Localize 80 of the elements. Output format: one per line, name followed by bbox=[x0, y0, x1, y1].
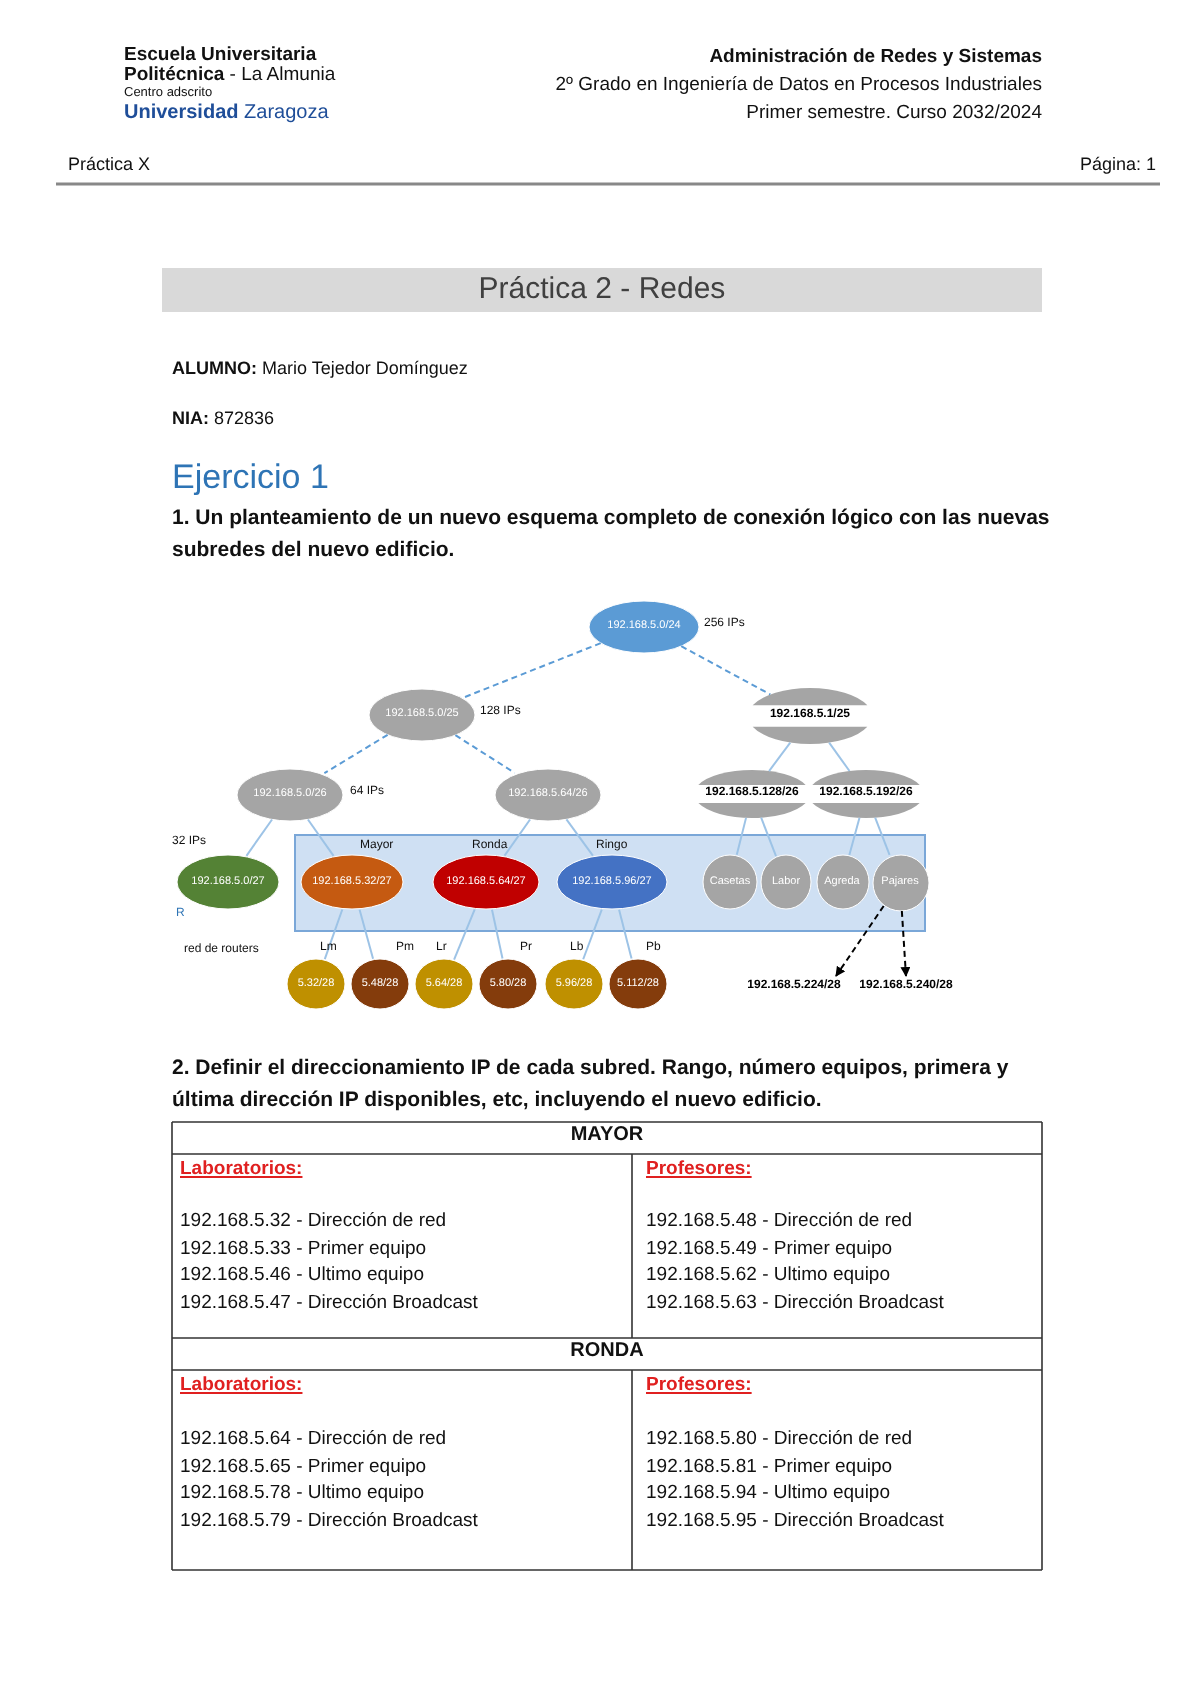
subnet-node bbox=[608, 958, 668, 1010]
connector-line bbox=[306, 818, 335, 857]
address-line: 192.168.5.63 - Dirección Broadcast bbox=[646, 1291, 944, 1314]
subnet-node bbox=[414, 958, 474, 1010]
group-heading: Laboratorios: bbox=[180, 1374, 303, 1397]
address-line: 192.168.5.46 - Ultimo equipo bbox=[180, 1264, 424, 1287]
connector-line bbox=[454, 734, 516, 774]
connector-line bbox=[463, 642, 602, 699]
address-line: 192.168.5.62 - Ultimo equipo bbox=[646, 1264, 890, 1287]
connector-line bbox=[874, 816, 891, 856]
connector-line bbox=[323, 733, 389, 775]
subnet-node bbox=[236, 767, 344, 821]
school-name: Politécnica - La Almunia bbox=[124, 64, 336, 86]
student-name: ALUMNO: Mario Tejedor Domínguez bbox=[172, 358, 468, 380]
connector-line bbox=[760, 816, 777, 858]
address-line: 192.168.5.64 - Dirección de red bbox=[180, 1428, 447, 1451]
subnet-node bbox=[494, 767, 602, 821]
subnet-node bbox=[544, 958, 604, 1010]
subnet-node bbox=[350, 958, 410, 1010]
connector-line bbox=[680, 645, 772, 696]
address-line: 192.168.5.94 - Ultimo equipo bbox=[646, 1482, 890, 1505]
address-line: 192.168.5.47 - Dirección Broadcast bbox=[180, 1291, 478, 1314]
address-line: 192.168.5.33 - Primer equipo bbox=[180, 1237, 427, 1260]
address-line: 192.168.5.48 - Dirección de red bbox=[646, 1210, 913, 1233]
connector-line bbox=[245, 818, 274, 857]
address-line: 192.168.5.32 - Dirección de red bbox=[180, 1210, 447, 1233]
section-heading: RONDA bbox=[568, 1340, 646, 1364]
connector-line bbox=[491, 908, 504, 960]
subnet-node bbox=[176, 854, 280, 910]
address-line: 192.168.5.81 - Primer equipo bbox=[646, 1455, 893, 1478]
university-name: Universidad Zaragoza bbox=[124, 102, 329, 126]
section-heading: MAYOR bbox=[568, 1124, 646, 1148]
exercise-heading: Ejercicio 1 bbox=[172, 458, 329, 499]
building-node bbox=[815, 854, 869, 910]
group-heading: Profesores: bbox=[646, 1158, 752, 1181]
connector-line bbox=[618, 908, 633, 960]
subnet-node bbox=[694, 770, 810, 818]
connector-line bbox=[735, 816, 748, 856]
degree-name: 2º Grado en Ingeniería de Datos en Procesos Industriales bbox=[555, 74, 1042, 97]
group-heading: Laboratorios: bbox=[180, 1158, 303, 1181]
connector-line bbox=[768, 741, 792, 773]
page-number: Página: 1 bbox=[1079, 154, 1156, 176]
address-line: 192.168.5.79 - Dirección Broadcast bbox=[180, 1509, 478, 1532]
address-line: 192.168.5.78 - Ultimo equipo bbox=[180, 1482, 424, 1505]
course-name: Administración de Redes y Sistemas bbox=[709, 46, 1042, 69]
student-id: NIA: 872836 bbox=[172, 408, 275, 430]
address-line: 192.168.5.49 - Primer equipo bbox=[646, 1237, 893, 1260]
connector-line bbox=[565, 818, 594, 857]
address-line: 192.168.5.95 - Dirección Broadcast bbox=[646, 1509, 944, 1532]
practice-label: Práctica X bbox=[68, 154, 151, 176]
subnet-node bbox=[556, 854, 668, 910]
arrow bbox=[900, 909, 911, 977]
subnet-node bbox=[286, 958, 346, 1010]
connector-line bbox=[323, 908, 344, 961]
question-text: 1. Un planteamiento de un nuevo esquema completo de conexión lógico con las nuevas subredes del nuevo edificio. bbox=[172, 504, 1052, 566]
subnet-node bbox=[368, 687, 476, 741]
address-line: 192.168.5.65 - Primer equipo bbox=[180, 1455, 427, 1478]
building-area bbox=[294, 834, 926, 932]
building-node bbox=[702, 854, 758, 910]
building-node bbox=[871, 853, 929, 911]
subnet-node bbox=[300, 854, 404, 910]
connector-line bbox=[503, 818, 532, 857]
address-line: 192.168.5.80 - Dirección de red bbox=[646, 1428, 913, 1451]
question-text: 2. Definir el direccionamiento IP de cada subred. Rango, número equipos, primera y última dirección IP disponibles, etc, incluyendo el nuevo edificio. bbox=[172, 1054, 1011, 1116]
group-heading: Profesores: bbox=[646, 1374, 752, 1397]
subnet-node bbox=[432, 854, 540, 910]
subnet-node bbox=[808, 770, 924, 818]
subnet-node bbox=[748, 688, 872, 744]
arrow bbox=[835, 904, 885, 977]
subnet-node bbox=[478, 958, 538, 1010]
connector-line bbox=[358, 908, 375, 960]
subnet-node bbox=[588, 599, 700, 653]
connector-line bbox=[453, 908, 476, 961]
connector-line bbox=[582, 908, 603, 961]
building-node bbox=[760, 854, 812, 910]
connector-line bbox=[848, 816, 861, 857]
school-name: Escuela Universitaria bbox=[124, 44, 317, 66]
page-title: Práctica 2 - Redes bbox=[162, 268, 1042, 312]
connector-line bbox=[828, 741, 851, 772]
semester-text: Primer semestre. Curso 2032/2024 bbox=[746, 102, 1042, 125]
